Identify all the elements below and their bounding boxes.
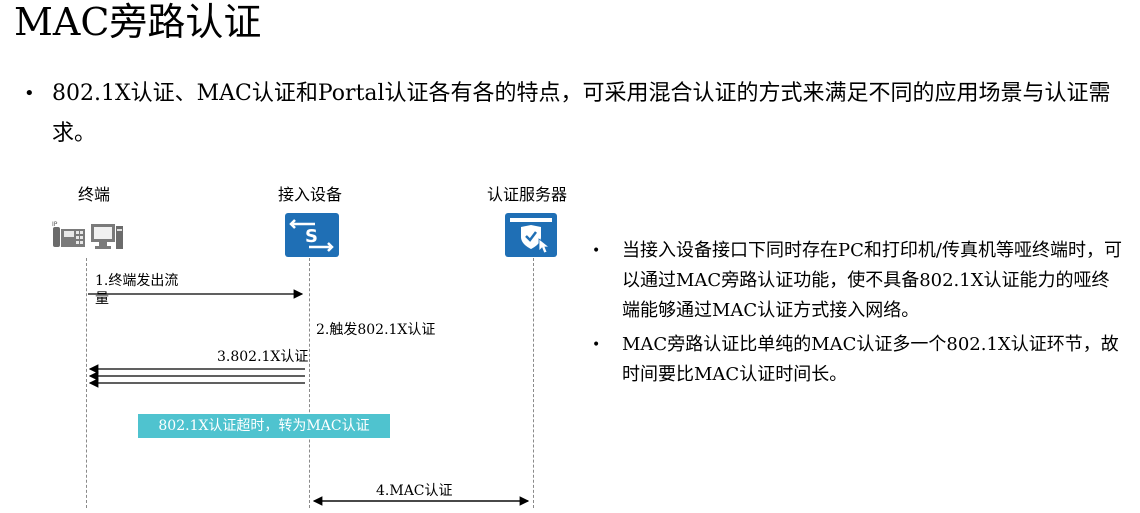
security-server-icon: [505, 213, 557, 261]
auth-server-lifeline: [533, 258, 534, 508]
side-bullet-dot: •: [592, 243, 601, 259]
msg-2-label: 2.触发802.1X认证: [316, 322, 436, 338]
ip-phone-icon: IP: [52, 221, 86, 253]
side-point: • 当接入设备接口下同时存在PC和打印机/传真机等哑终端时，可以通过MAC旁路认…: [592, 236, 1122, 326]
ip-label: IP: [52, 221, 58, 228]
main-bullet-text: 802.1X认证、MAC认证和Portal认证各有各的特点，可采用混合认证的方式…: [52, 81, 1111, 146]
terminal-label: 终端: [78, 185, 111, 204]
switch-glyph: S: [305, 226, 318, 247]
side-bullet-dot: •: [592, 337, 601, 353]
switch-icon: S: [285, 213, 339, 261]
pc-icon: [90, 222, 124, 254]
main-bullet-point: • 802.1X认证、MAC认证和Portal认证各有各的特点，可采用混合认证的…: [24, 74, 1124, 154]
side-point-text: 当接入设备接口下同时存在PC和打印机/传真机等哑终端时，可以通过MAC旁路认证功…: [622, 240, 1122, 321]
msg-1-label: 1.终端发出流量: [95, 273, 179, 307]
access-device-label: 接入设备: [278, 185, 343, 204]
side-point-list: • 当接入设备接口下同时存在PC和打印机/传真机等哑终端时，可以通过MAC旁路认…: [592, 236, 1122, 394]
timeout-badge: 802.1X认证超时，转为MAC认证: [138, 414, 390, 438]
side-point-text: MAC旁路认证比单纯的MAC认证多一个802.1X认证环节，故时间要比MAC认证…: [622, 334, 1119, 385]
msg-4-label: 4.MAC认证: [376, 483, 453, 499]
terminal-lifeline: [86, 258, 87, 508]
auth-server-label: 认证服务器: [487, 185, 568, 204]
bullet-dot: •: [24, 83, 35, 104]
side-point: • MAC旁路认证比单纯的MAC认证多一个802.1X认证环节，故时间要比MAC…: [592, 330, 1122, 390]
page-title: MAC旁路认证: [14, 0, 262, 44]
access-device-lifeline: [309, 258, 310, 508]
msg-3-label: 3.802.1X认证: [217, 349, 309, 365]
